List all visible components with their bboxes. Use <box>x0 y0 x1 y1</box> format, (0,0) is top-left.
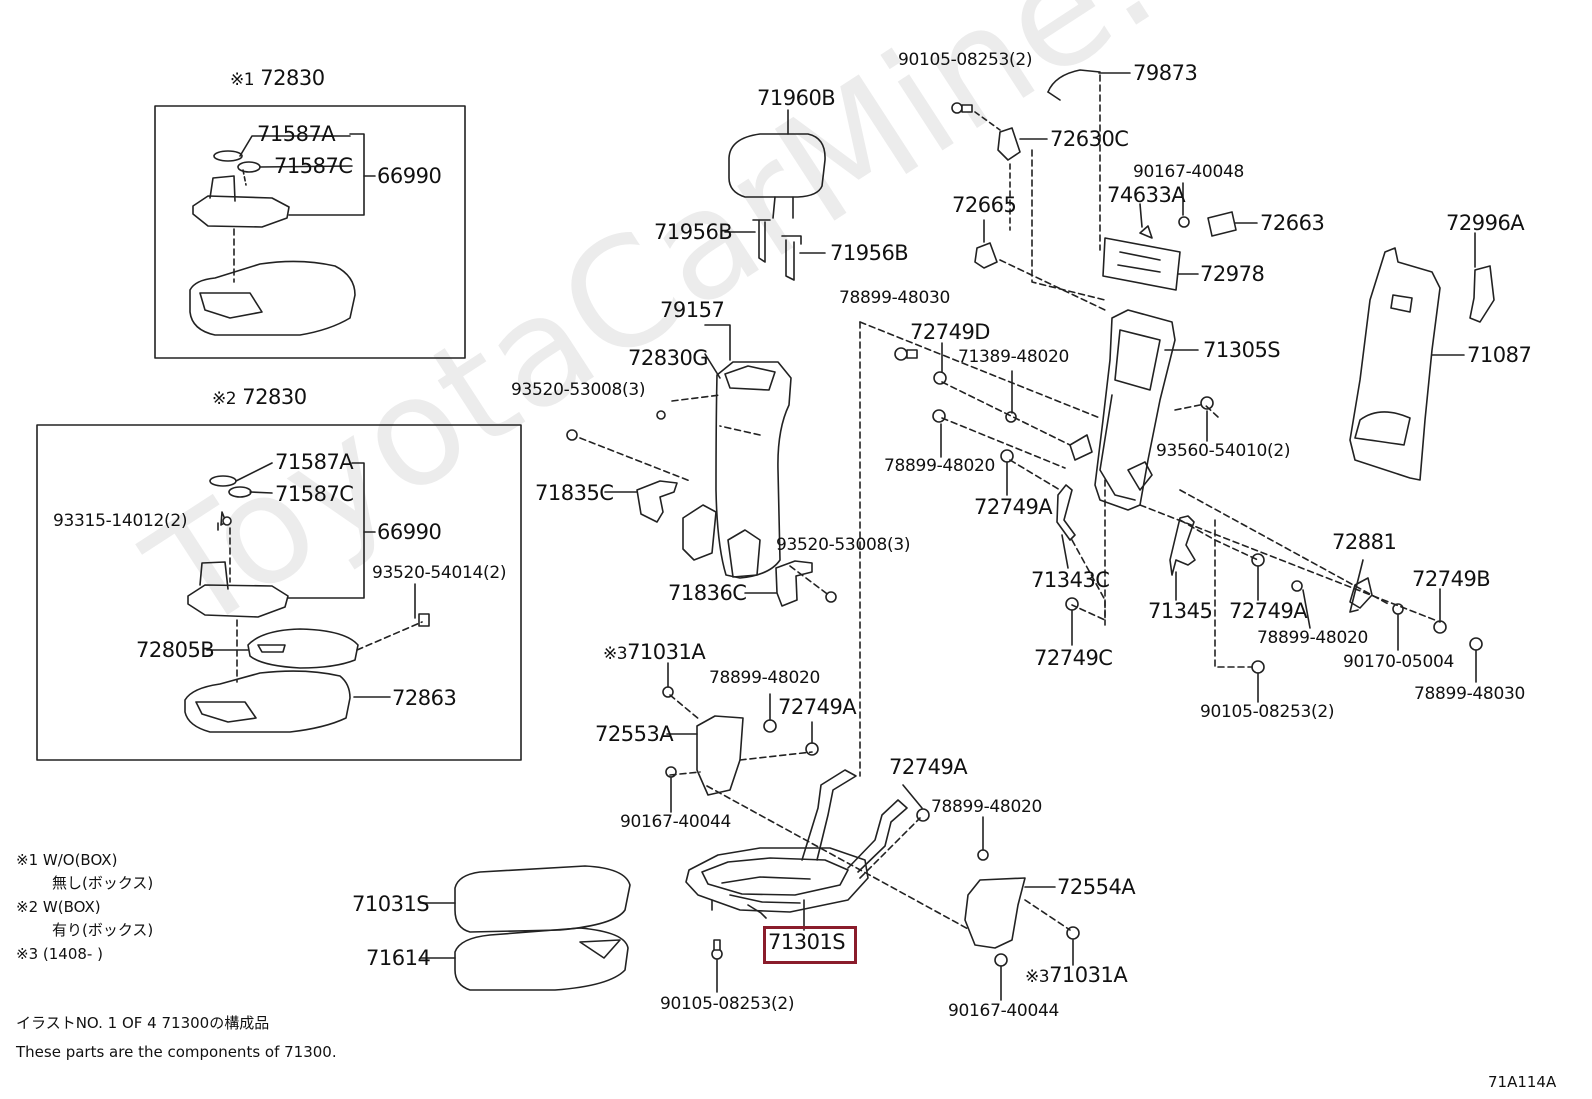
label-71587a-2[interactable]: 71587A <box>275 450 354 474</box>
label-72554a[interactable]: 72554A <box>1057 875 1136 899</box>
label-71305s[interactable]: 71305S <box>1203 338 1281 362</box>
label-71960b[interactable]: 71960B <box>757 86 836 110</box>
label-72630c[interactable]: 72630C <box>1050 127 1129 151</box>
label-79873[interactable]: 79873 <box>1133 61 1198 85</box>
label-78899-48020-a[interactable]: 78899-48020 <box>884 456 995 476</box>
label-71345[interactable]: 71345 <box>1148 599 1213 623</box>
highlight-box <box>763 926 857 964</box>
box2-part: 72830 <box>242 385 307 409</box>
label-71587c[interactable]: 71587C <box>274 154 353 178</box>
footer-jp: イラストNO. 1 OF 4 71300の構成品 <box>16 1014 270 1032</box>
label-93315-14012[interactable]: 93315-14012(2) <box>53 511 188 531</box>
note-3: ※3 (1408- ) <box>16 945 103 963</box>
label-71956b-right[interactable]: 71956B <box>830 241 909 265</box>
small-brackets <box>1056 484 1373 609</box>
label-71031a-b[interactable]: ※371031A <box>1025 963 1128 987</box>
label-72978[interactable]: 72978 <box>1200 262 1265 286</box>
label-90105-08253-mid[interactable]: 90105-08253(2) <box>1200 702 1335 722</box>
label-90167-40044-a[interactable]: 90167-40044 <box>620 812 731 832</box>
note-1-jp: 無し(ボックス) <box>52 874 154 892</box>
box1-frame <box>154 105 466 359</box>
label-71031a-a[interactable]: ※371031A <box>603 640 706 664</box>
label-90105-08253-bot[interactable]: 90105-08253(2) <box>660 994 795 1014</box>
side-brackets <box>636 480 831 607</box>
label-71389-48020[interactable]: 71389-48020 <box>958 347 1069 367</box>
label-71087[interactable]: 71087 <box>1467 343 1532 367</box>
label-72749a-a[interactable]: 72749A <box>974 495 1053 519</box>
label-90167-40048[interactable]: 90167-40048 <box>1133 162 1244 182</box>
note-2-jp: 有り(ボックス) <box>52 921 154 939</box>
label-78899-48020-d[interactable]: 78899-48020 <box>931 797 1042 817</box>
label-72830g[interactable]: 72830G <box>628 346 709 370</box>
relation-lines <box>669 321 1441 931</box>
label-93520-54014[interactable]: 93520-54014(2) <box>372 563 507 583</box>
cushion <box>454 865 631 991</box>
label-93560-54010[interactable]: 93560-54010(2) <box>1156 441 1291 461</box>
label-72553a[interactable]: 72553A <box>595 722 674 746</box>
headrest <box>728 133 826 281</box>
label-93520-53008-b[interactable]: 93520-53008(3) <box>776 535 911 555</box>
note-2: ※2 W(BOX) <box>16 898 101 916</box>
label-72749b[interactable]: 72749B <box>1412 567 1491 591</box>
box2-heading: ※2 72830 <box>212 387 307 408</box>
illustration-code: 71A114A <box>1488 1073 1557 1091</box>
label-71587a[interactable]: 71587A <box>257 122 336 146</box>
label-79157[interactable]: 79157 <box>660 298 725 322</box>
label-78899-48030-a[interactable]: 78899-48030 <box>839 288 950 308</box>
label-71614[interactable]: 71614 <box>366 946 431 970</box>
label-90167-40044-b[interactable]: 90167-40044 <box>948 1001 1059 1021</box>
lower-brackets <box>696 715 1026 949</box>
mark-3b: ※3 <box>1025 967 1050 987</box>
leader-lines <box>206 72 1477 1001</box>
mark-3a: ※3 <box>603 644 628 664</box>
label-71301s[interactable]: 71301S <box>768 930 846 954</box>
label-72881[interactable]: 72881 <box>1332 530 1397 554</box>
label-72663[interactable]: 72663 <box>1260 211 1325 235</box>
box1-mark: ※1 <box>230 70 255 90</box>
box1-part: 72830 <box>260 66 325 90</box>
note-1: ※1 W/O(BOX) <box>16 851 118 869</box>
label-66990[interactable]: 66990 <box>377 164 442 188</box>
label-90105-08253-top[interactable]: 90105-08253(2) <box>898 50 1033 70</box>
label-93520-53008-a[interactable]: 93520-53008(3) <box>511 380 646 400</box>
box2-frame <box>36 424 522 761</box>
label-72749d[interactable]: 72749D <box>910 320 990 344</box>
label-90170-05004[interactable]: 90170-05004 <box>1343 652 1454 672</box>
label-71836c[interactable]: 71836C <box>668 581 747 605</box>
label-71343c[interactable]: 71343C <box>1031 568 1110 592</box>
label-71031s[interactable]: 71031S <box>352 892 430 916</box>
label-71956b-left[interactable]: 71956B <box>654 220 733 244</box>
label-66990-2[interactable]: 66990 <box>377 520 442 544</box>
label-72805b[interactable]: 72805B <box>136 638 215 662</box>
label-78899-48020-c[interactable]: 78899-48020 <box>709 668 820 688</box>
lower-frame <box>685 769 908 919</box>
back-frame <box>1069 309 1176 511</box>
label-71031a-a-text: 71031A <box>627 640 706 664</box>
label-78899-48020-b[interactable]: 78899-48020 <box>1257 628 1368 648</box>
arm-support <box>579 361 792 579</box>
label-72749a-d[interactable]: 72749A <box>889 755 968 779</box>
label-74633a[interactable]: 74633A <box>1107 183 1186 207</box>
label-78899-48030-b[interactable]: 78899-48030 <box>1414 684 1525 704</box>
label-72996a[interactable]: 72996A <box>1446 211 1525 235</box>
label-72749c[interactable]: 72749C <box>1034 646 1113 670</box>
label-71031a-b-text: 71031A <box>1049 963 1128 987</box>
label-72749a-b[interactable]: 72749A <box>1229 599 1308 623</box>
label-72749a-c[interactable]: 72749A <box>778 695 857 719</box>
back-panel <box>1349 247 1495 481</box>
label-72665[interactable]: 72665 <box>952 193 1017 217</box>
label-71835c[interactable]: 71835C <box>535 481 614 505</box>
box1-heading: ※1 72830 <box>230 68 325 89</box>
upper-hardware <box>974 69 1237 311</box>
box2-mark: ※2 <box>212 389 237 409</box>
label-71587c-2[interactable]: 71587C <box>275 482 354 506</box>
box1-parts <box>189 150 356 336</box>
label-72863[interactable]: 72863 <box>392 686 457 710</box>
footer-en: These parts are the components of 71300. <box>16 1043 337 1061</box>
